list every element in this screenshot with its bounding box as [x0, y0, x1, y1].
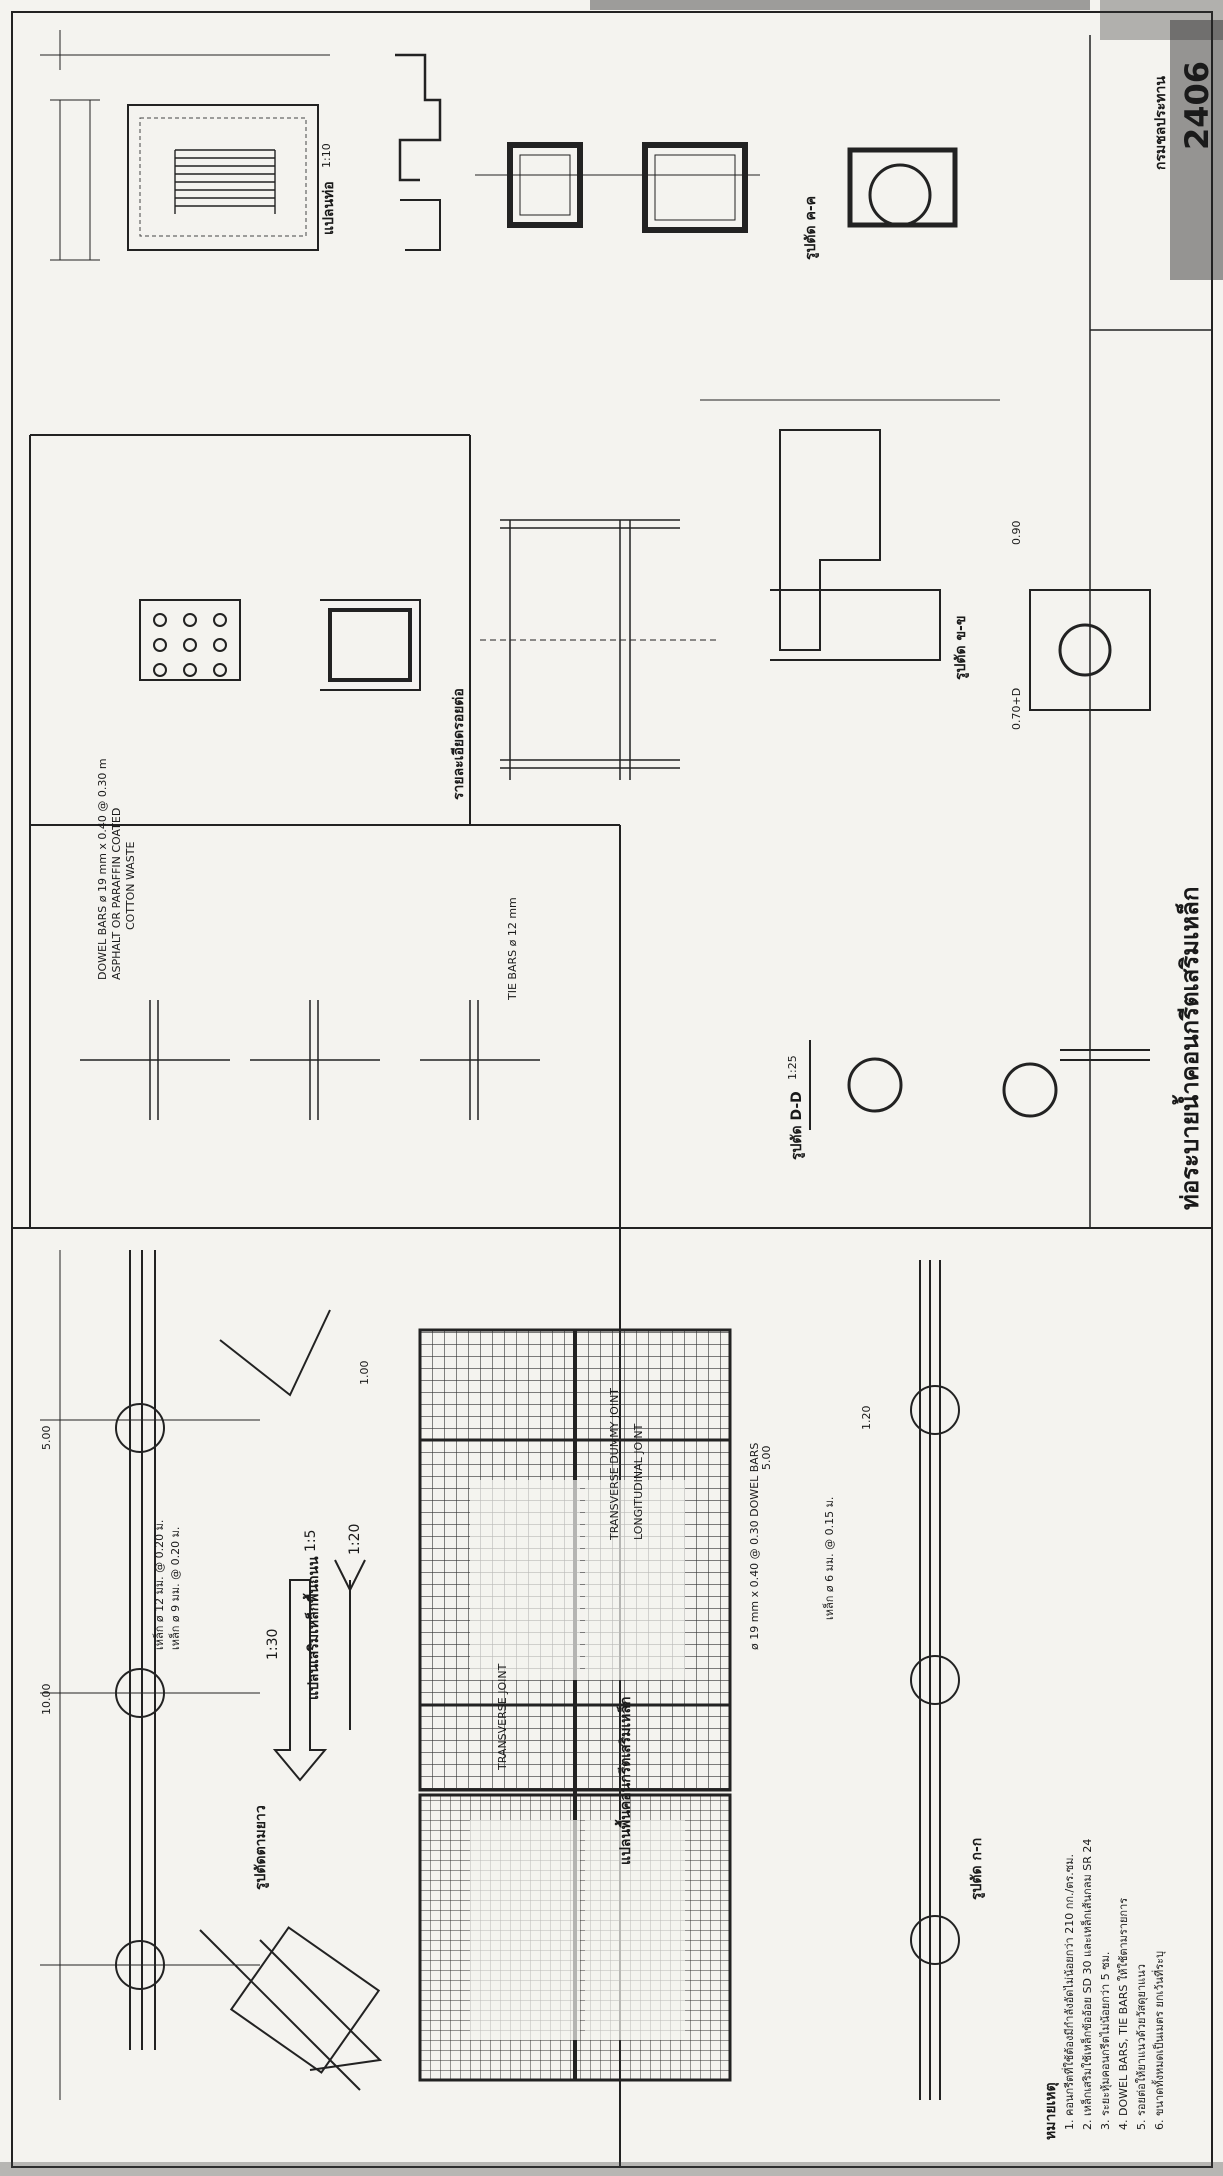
section-a-title: รูปตัด ก-ก [969, 1837, 985, 1900]
note-1: 1. คอนกรีตที่ใช้ต้องมีกำลังอัดไม่น้อยกว่… [1063, 1854, 1076, 2130]
rebar-note-2: เหล็ก ø 9 มม. @ 0.20 ม. [169, 1526, 182, 1650]
rebar-note-3: เหล็ก ø 6 มม. @ 0.15 ม. [823, 1496, 836, 1620]
section-c-title: รูปตัด ค-ค [803, 195, 819, 260]
dim-10: 10.00 [40, 1683, 53, 1716]
note-3: 3. ระยะหุ้มคอนกรีตไม่น้อยกว่า 5 ซม. [1099, 1951, 1112, 2130]
dim-1-2: 1.20 [860, 1405, 873, 1431]
dim-5: 5.00 [40, 1425, 53, 1451]
main-title: ท่อระบายน้ำคอนกรีตเสริมเหล็ก [1176, 886, 1204, 1210]
notes-title: หมายเหตุ [1043, 2082, 1059, 2140]
note-5: 5. รอยต่อให้ยาแนวด้วยวัสดุยาแนว [1135, 1964, 1148, 2130]
longitudinal-joint-label: LONGITUDINAL JOINT [632, 1423, 645, 1540]
scale-15: 1:5 [303, 1529, 319, 1552]
section-b-title: รูปตัด ข-ข [953, 615, 969, 680]
transverse-joint-label: TRANSVERSE JOINT [496, 1663, 509, 1770]
dim-0-9: 0.90 [1010, 520, 1023, 546]
note-6: 6. ขนาดทั้งหมดเป็นเมตร ยกเว้นที่ระบุ [1153, 1950, 1166, 2130]
pipe-plan-scale: 1:10 [320, 143, 333, 168]
dowel-spec-label: ø 19 mm x 0.40 @ 0.30 DOWEL BARS [748, 1442, 761, 1650]
section-d-scale: 1:25 [786, 1055, 799, 1080]
slab-plan-title: แปลนพื้นคอนกรีตเสริมเหล็ก [618, 1696, 634, 1865]
scale-130: 1:30 [265, 1628, 281, 1660]
project-number: 2406 [1178, 60, 1216, 150]
dim-0-7-d: 0.70+D [1010, 687, 1023, 730]
long-section-title: รูปตัดตามยาว [253, 1805, 269, 1890]
note-4: 4. DOWEL BARS, TIE BARS ให้ใช้ตามรายการ [1117, 1897, 1130, 2130]
department-label: กรมชลประทาน [1153, 76, 1169, 170]
dim-5-b: 5.00 [760, 1445, 773, 1471]
joint-detail-title: รายละเอียดรอยต่อ [451, 688, 467, 800]
asphalt-label: ASPHALT OR PARAFFIN COATED [110, 807, 123, 980]
cotton-waste-label: COTTON WASTE [124, 841, 137, 930]
transverse-dummy-label: TRANSVERSE DUMMY JOINT [608, 1387, 621, 1540]
scale-120: 1:20 [347, 1523, 363, 1555]
section-d-title: รูปตัด D-D [789, 1091, 805, 1160]
pipe-plan-title: แปลนท่อ [321, 181, 337, 235]
dim-1: 1.00 [358, 1360, 371, 1386]
tie-spec-label: TIE BARS ø 12 mm [506, 897, 519, 1000]
note-2: 2. เหล็กเสริมใช้เหล็กข้ออ้อย SD 30 และเห… [1081, 1838, 1094, 2130]
reinforce-plan-title: แปลนเสริมเหล็กพื้นถนน [306, 1556, 322, 1700]
dowel-spec-label-2: DOWEL BARS ø 19 mm x 0.40 @ 0.30 m [96, 758, 109, 980]
